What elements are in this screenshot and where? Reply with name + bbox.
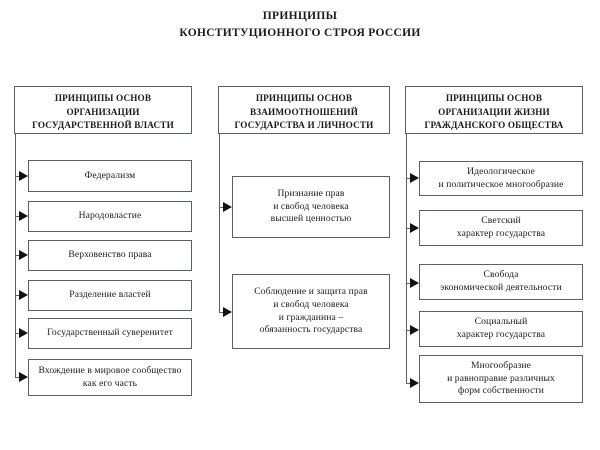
node-social-state[interactable]: Социальный характер государства bbox=[419, 311, 583, 347]
column-1-header: ПРИНЦИПЫ ОСНОВ ОРГАНИЗАЦИИ ГОСУДАРСТВЕНН… bbox=[14, 86, 192, 134]
node-rights-recognition-label: Признание прав и свобод человека высшей … bbox=[233, 188, 389, 226]
node-social-state-line-1: Социальный bbox=[474, 316, 528, 328]
node-democracy[interactable]: Народовластие bbox=[28, 201, 192, 232]
node-rule-of-law-label: Верховенство права bbox=[68, 249, 152, 261]
column-3-connector-trunk bbox=[406, 134, 407, 383]
column-1-header-line-2: ОРГАНИЗАЦИИ bbox=[66, 106, 140, 117]
node-secular-state-line-1: Светский bbox=[481, 215, 521, 227]
node-secular-state-label: Светский характер государства bbox=[420, 215, 582, 240]
column-3-header-line-1: ПРИНЦИПЫ ОСНОВ bbox=[445, 93, 543, 103]
node-separation-of-powers-label: Разделение властей bbox=[69, 289, 151, 301]
node-world-community-line-2: как его часть bbox=[82, 377, 138, 389]
node-rights-protection-line-4: обязанность государства bbox=[259, 324, 363, 336]
node-world-community[interactable]: Вхождение в мировое сообщество как его ч… bbox=[28, 359, 192, 396]
node-economic-freedom[interactable]: Свобода экономической деятельности bbox=[419, 264, 583, 300]
column-state-and-person: ПРИНЦИПЫ ОСНОВ ВЗАИМООТНОШЕНИЙ ГОСУДАРСТ… bbox=[190, 0, 400, 450]
column-1-arrow-4 bbox=[19, 290, 28, 300]
node-ideological-diversity[interactable]: Идеологическое и политическое многообраз… bbox=[419, 161, 583, 196]
column-civil-society: ПРИНЦИПЫ ОСНОВ ОРГАНИЗАЦИИ ЖИЗНИ ГРАЖДАН… bbox=[390, 0, 600, 450]
column-1-arrow-2 bbox=[19, 211, 28, 221]
column-3-arrow-1 bbox=[410, 173, 419, 183]
column-3-arrow-4 bbox=[410, 325, 419, 335]
node-rights-protection-line-1: Соблюдение и защита прав bbox=[254, 286, 368, 298]
column-1-arrow-6 bbox=[19, 372, 28, 382]
node-democracy-label: Народовластие bbox=[78, 210, 142, 222]
node-rights-protection-line-3: и гражданина – bbox=[278, 311, 344, 323]
column-2-header-line-3: ГОСУДАРСТВА И ЛИЧНОСТИ bbox=[234, 120, 374, 130]
node-ownership-diversity-line-1: Многообразие bbox=[470, 360, 532, 372]
node-social-state-line-2: характер государства bbox=[456, 329, 546, 340]
title-line-1: ПРИНЦИПЫ bbox=[262, 10, 338, 22]
node-economic-freedom-line-2: экономической деятельности bbox=[440, 282, 562, 293]
node-rights-recognition-line-2: и свобод человека bbox=[273, 200, 349, 212]
column-2-arrow-1 bbox=[223, 202, 232, 212]
column-1-header-line-1: ПРИНЦИПЫ ОСНОВ bbox=[54, 93, 152, 103]
node-ownership-diversity[interactable]: Многообразие и равноправие различных фор… bbox=[419, 355, 583, 403]
node-ideological-diversity-label: Идеологическое и политическое многообраз… bbox=[420, 166, 582, 191]
column-1-header-line-3: ГОСУДАРСТВЕННОЙ ВЛАСТИ bbox=[32, 120, 174, 130]
column-2-connector-trunk bbox=[219, 134, 220, 313]
page-title: ПРИНЦИПЫ КОНСТИТУЦИОННОГО СТРОЯ РОССИИ bbox=[0, 8, 600, 42]
node-rights-protection-label: Соблюдение и защита прав и свобод челове… bbox=[233, 286, 389, 336]
node-secular-state[interactable]: Светский характер государства bbox=[419, 210, 583, 246]
column-2-header-line-1: ПРИНЦИПЫ ОСНОВ bbox=[255, 93, 353, 103]
node-separation-of-powers[interactable]: Разделение властей bbox=[28, 280, 192, 311]
node-rule-of-law[interactable]: Верховенство права bbox=[28, 240, 192, 271]
node-rights-recognition-line-1: Признание прав bbox=[277, 188, 345, 200]
column-1-arrow-5 bbox=[19, 328, 28, 338]
node-ownership-diversity-label: Многообразие и равноправие различных фор… bbox=[420, 360, 582, 398]
node-ideological-diversity-line-1: Идеологическое bbox=[467, 165, 535, 177]
column-2-arrow-2 bbox=[223, 307, 232, 317]
column-1-arrow-1 bbox=[19, 171, 28, 181]
column-2-header-line-2: ВЗАИМООТНОШЕНИЙ bbox=[249, 106, 359, 117]
node-rights-recognition[interactable]: Признание прав и свобод человека высшей … bbox=[232, 176, 390, 238]
node-ideological-diversity-line-2: и политическое многообразие bbox=[438, 178, 564, 190]
column-3-header: ПРИНЦИПЫ ОСНОВ ОРГАНИЗАЦИИ ЖИЗНИ ГРАЖДАН… bbox=[405, 86, 583, 134]
column-3-header-line-3: ГРАЖДАНСКОГО ОБЩЕСТВА bbox=[424, 120, 564, 130]
column-2-header: ПРИНЦИПЫ ОСНОВ ВЗАИМООТНОШЕНИЙ ГОСУДАРСТ… bbox=[218, 86, 390, 134]
node-state-sovereignty-label: Государственный суверенитет bbox=[47, 327, 173, 339]
node-federalism-label: Федерализм bbox=[84, 169, 136, 181]
column-state-power: ПРИНЦИПЫ ОСНОВ ОРГАНИЗАЦИИ ГОСУДАРСТВЕНН… bbox=[0, 0, 200, 450]
node-secular-state-line-2: характер государства bbox=[456, 228, 546, 239]
node-federalism[interactable]: Федерализм bbox=[28, 160, 192, 192]
node-ownership-diversity-line-3: форм собственности bbox=[458, 385, 544, 397]
node-rights-recognition-line-3: высшей ценностью bbox=[270, 213, 352, 225]
node-world-community-label: Вхождение в мировое сообщество как его ч… bbox=[29, 365, 191, 390]
node-rights-protection-line-2: и свобод человека bbox=[273, 298, 349, 310]
column-3-arrow-2 bbox=[410, 223, 419, 233]
column-3-header-line-2: ОРГАНИЗАЦИИ ЖИЗНИ bbox=[438, 106, 550, 117]
node-state-sovereignty[interactable]: Государственный суверенитет bbox=[28, 318, 192, 349]
title-line-2: КОНСТИТУЦИОННОГО СТРОЯ РОССИИ bbox=[179, 27, 421, 39]
column-3-arrow-3 bbox=[410, 278, 419, 288]
node-world-community-line-1: Вхождение в мировое сообщество bbox=[38, 364, 182, 376]
node-rights-protection[interactable]: Соблюдение и защита прав и свобод челове… bbox=[232, 274, 390, 349]
node-ownership-diversity-line-2: и равноправие различных bbox=[447, 372, 555, 384]
column-3-arrow-5 bbox=[410, 378, 419, 388]
node-social-state-label: Социальный характер государства bbox=[420, 316, 582, 341]
node-economic-freedom-label: Свобода экономической деятельности bbox=[420, 269, 582, 294]
column-1-arrow-3 bbox=[19, 250, 28, 260]
node-economic-freedom-line-1: Свобода bbox=[483, 269, 519, 281]
